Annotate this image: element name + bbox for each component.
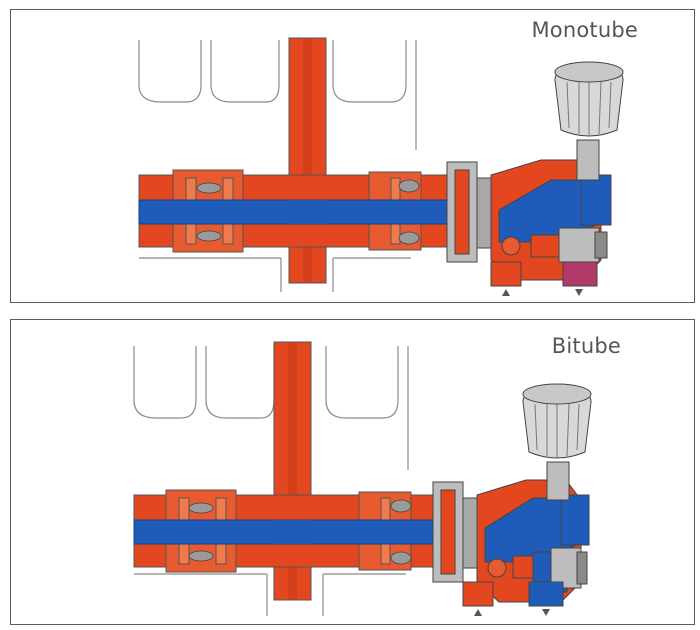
arrow-down-icon — [575, 289, 583, 296]
arrow-up-icon — [474, 609, 482, 616]
port-cold — [528, 581, 564, 607]
radiator-outline — [138, 40, 417, 292]
radiator-outline — [133, 346, 409, 616]
thermostatic-head-icon — [554, 61, 624, 181]
monotube-panel: Monotube — [10, 9, 695, 303]
thermostatic-head-icon — [522, 383, 592, 501]
bitube-diagram — [133, 341, 592, 616]
port-hot — [462, 581, 494, 607]
monotube-diagram — [138, 37, 624, 296]
panel-title-bitube: Bitube — [551, 334, 621, 358]
arrow-up-icon — [502, 289, 510, 296]
bitube-panel: Bitube — [10, 319, 695, 625]
valve-body — [490, 159, 612, 281]
port-hot — [490, 261, 522, 287]
coupling-nut — [446, 161, 498, 263]
panel-title-monotube: Monotube — [531, 18, 638, 42]
port-cold — [562, 261, 598, 287]
arrow-down-icon — [542, 609, 550, 616]
coupling-nut — [432, 481, 484, 583]
